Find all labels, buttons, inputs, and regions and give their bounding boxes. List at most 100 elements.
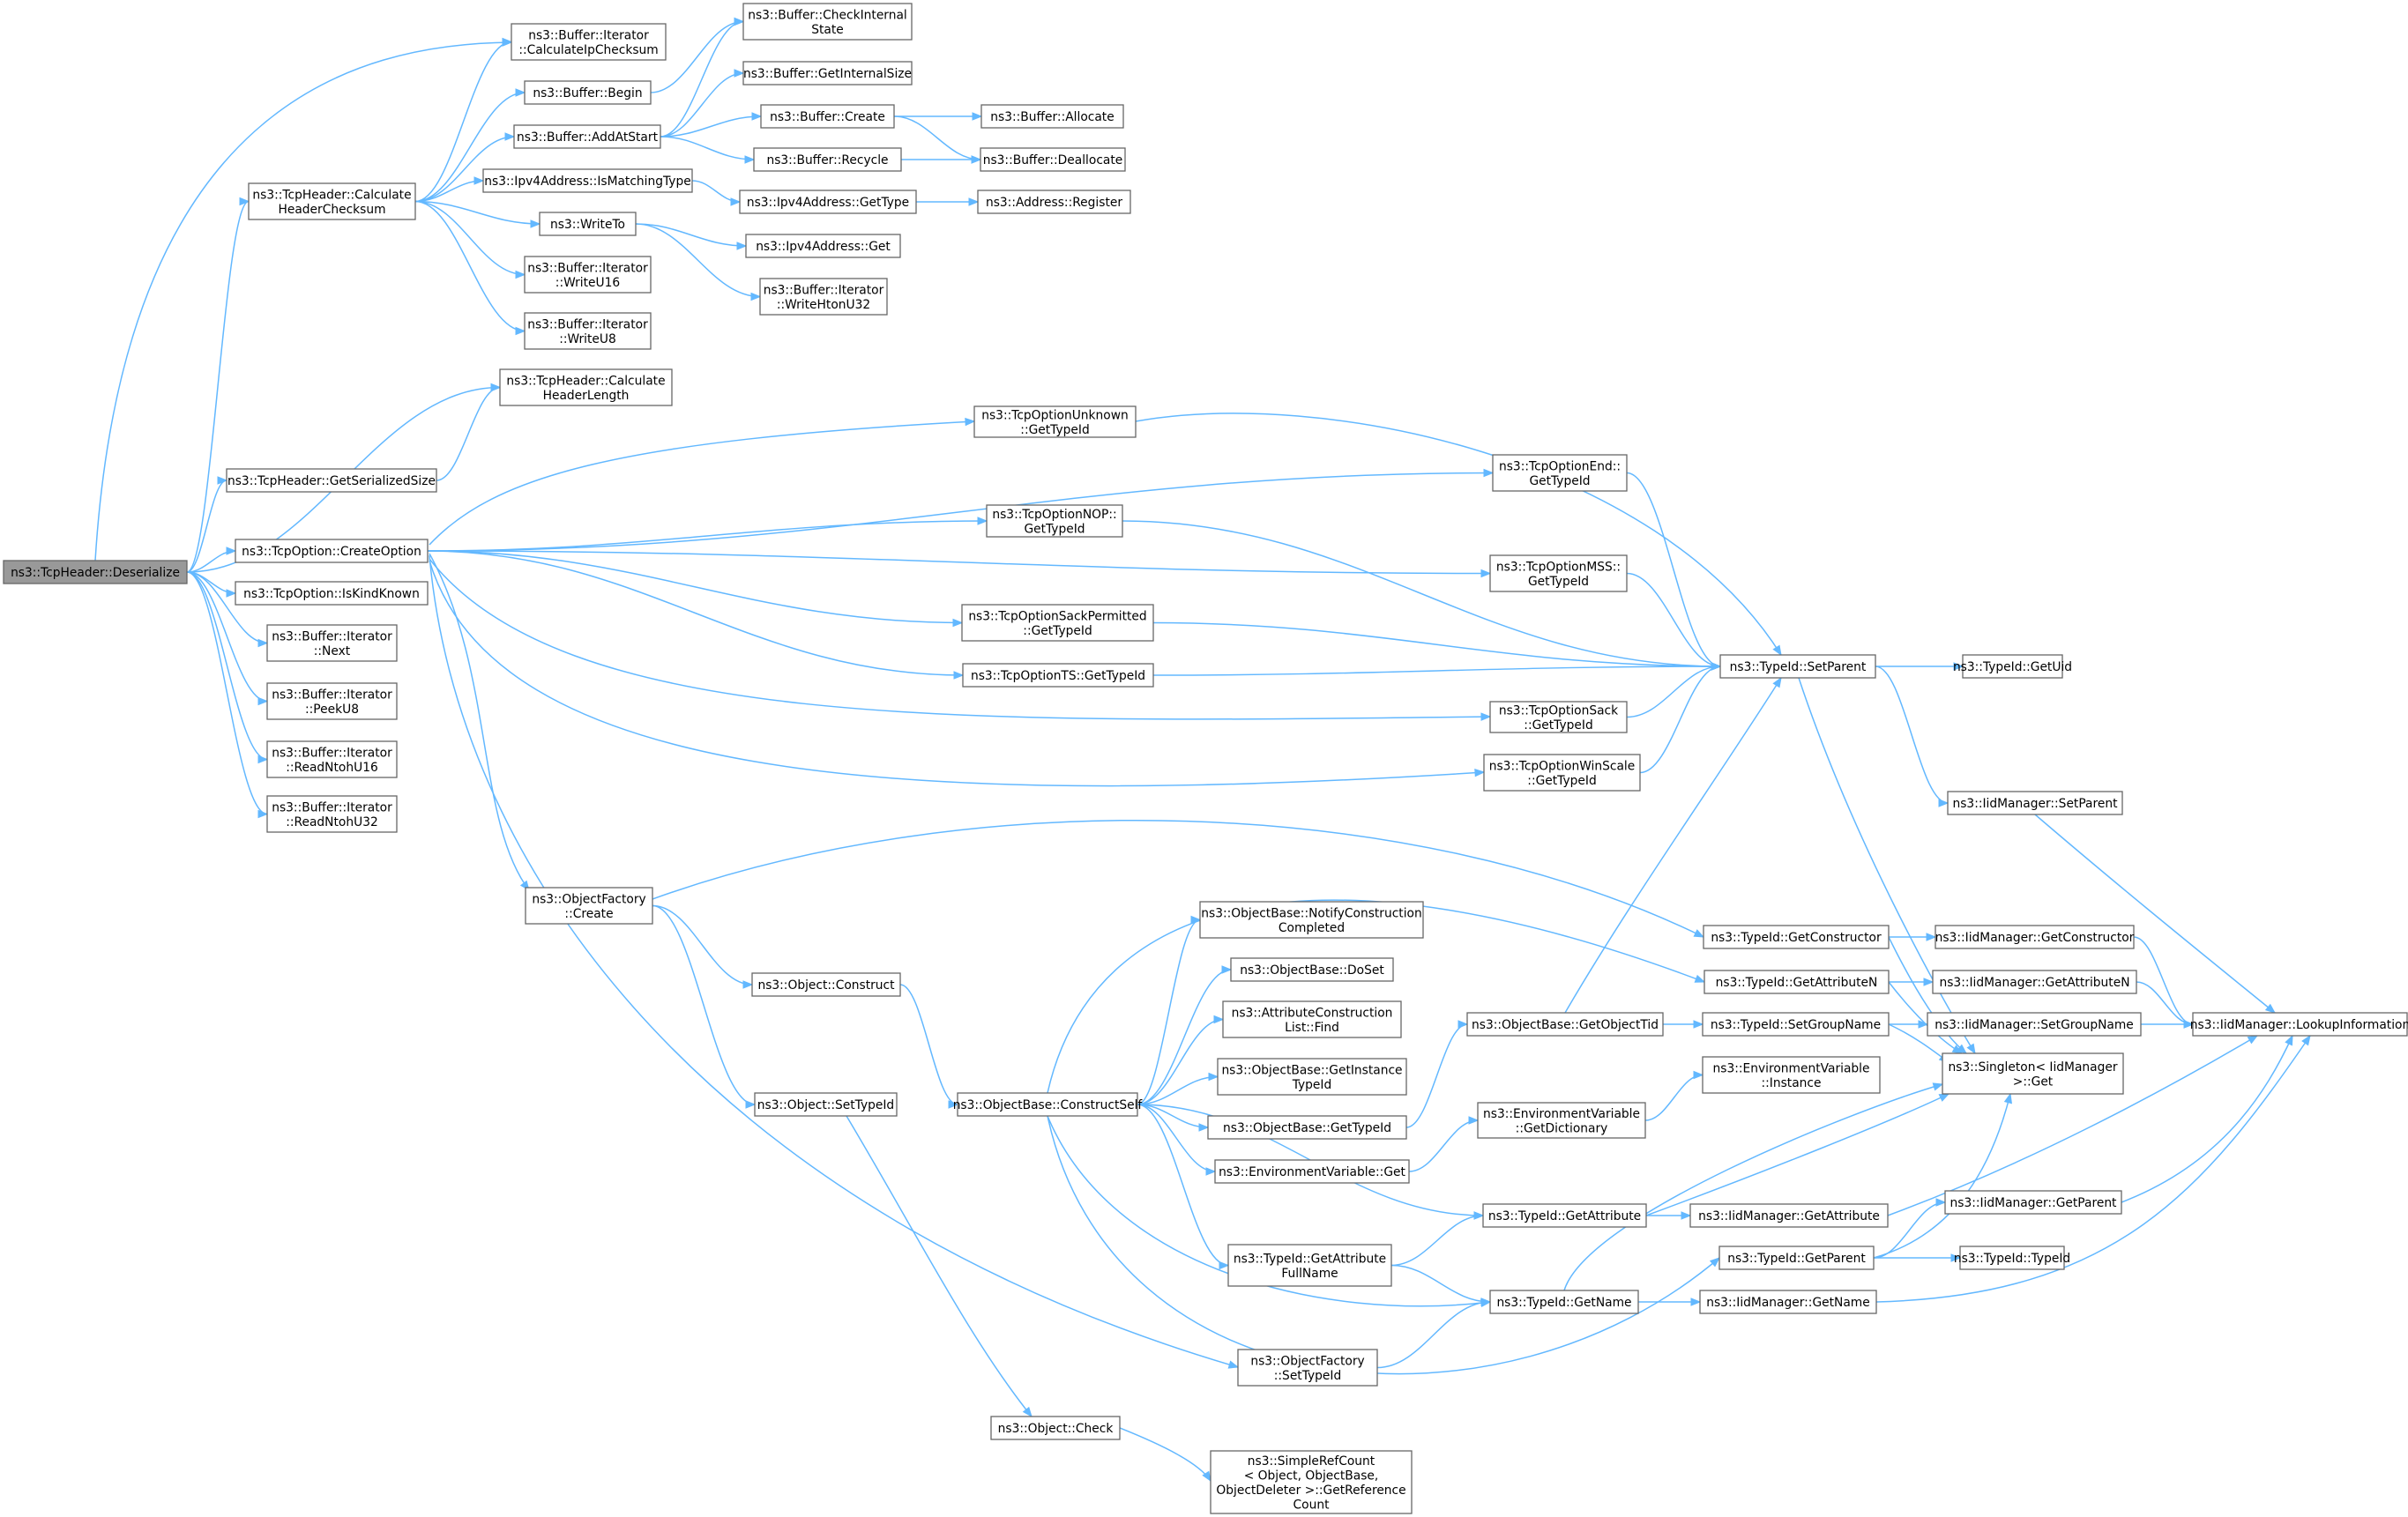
edge-arrowhead [1480,712,1492,721]
node-iidgetattrn[interactable]: ns3::IidManager::GetAttributeN [1932,970,2137,994]
node-doset[interactable]: ns3::ObjectBase::DoSet [1230,957,1394,982]
edge-getattrfull-to-getname [1390,1264,1492,1306]
node-tidtid[interactable]: ns3::TypeId::TypeId [1954,1246,2070,1270]
node-optws[interactable]: ns3::TcpOptionWinScale::GetTypeId [1483,754,1641,792]
node-notify[interactable]: ns3::ObjectBase::NotifyConstructionCompl… [1199,901,1424,939]
node-envget[interactable]: ns3::EnvironmentVariable::Get [1214,1159,1410,1184]
node-optend[interactable]: ns3::TcpOptionEnd::GetTypeId [1492,454,1628,492]
node-calcipcs[interactable]: ns3::Buffer::Iterator::CalculateIpChecks… [511,23,667,61]
node-bufalloc[interactable]: ns3::Buffer::Allocate [980,104,1124,129]
node-optsack[interactable]: ns3::TcpOptionSack::GetTypeId [1489,701,1628,733]
node-deser[interactable]: ns3::TcpHeader::Deserialize [3,560,188,584]
node-setparent[interactable]: ns3::TypeId::SetParent [1719,654,1876,679]
node-box [739,190,917,214]
node-getint[interactable]: ns3::Buffer::GetInternalSize [742,61,913,86]
node-settypeid[interactable]: ns3::Object::SetTypeId [754,1092,898,1117]
node-label: ns3::TypeId::GetName [1496,1296,1631,1310]
node-readu32[interactable]: ns3::Buffer::Iterator::ReadNtohU32 [266,795,398,833]
node-getctor[interactable]: ns3::TypeId::GetConstructor [1703,925,1890,949]
node-recycle[interactable]: ns3::Buffer::Recycle [753,147,902,172]
node-next[interactable]: ns3::Buffer::Iterator::Next [266,624,398,662]
node-optmss[interactable]: ns3::TcpOptionMSS::GetTypeId [1489,554,1628,592]
node-iidgetname[interactable]: ns3::IidManager::GetName [1699,1290,1877,1314]
node-box [248,182,416,220]
node-lookup[interactable]: ns3::IidManager::LookupInformation [2190,1012,2408,1037]
edge-line [414,92,526,203]
edge-arrowhead [968,197,980,206]
edge-line [650,20,744,93]
node-envinst[interactable]: ns3::EnvironmentVariable::Instance [1702,1056,1881,1094]
node-tidgetparent[interactable]: ns3::TypeId::GetParent [1718,1246,1875,1270]
edge-arrowhead [226,547,237,555]
edge-arrowhead [1480,1298,1492,1306]
node-singleton[interactable]: ns3::Singleton< IidManager>::Get [1942,1052,2124,1095]
node-dealloc[interactable]: ns3::Buffer::Deallocate [980,147,1126,172]
node-ismatch[interactable]: ns3::Ipv4Address::IsMatchingType [482,168,693,193]
node-addatstart[interactable]: ns3::Buffer::AddAtStart [513,124,661,149]
node-gettype[interactable]: ns3::Ipv4Address::GetType [739,190,917,214]
node-check[interactable]: ns3::Object::Check [990,1416,1121,1440]
node-writeto[interactable]: ns3::WriteTo [539,212,637,236]
node-getobjtid[interactable]: ns3::ObjectBase::GetObjectTid [1466,1012,1664,1037]
node-peeku8[interactable]: ns3::Buffer::Iterator::PeekU8 [266,682,398,720]
edge-line [414,200,540,225]
node-constself[interactable]: ns3::ObjectBase::ConstructSelf [953,1092,1144,1117]
node-label: ns3::EnvironmentVariable::Get [1219,1165,1405,1179]
edge-calchcs-to-begin [414,88,526,203]
node-label: ns3::TypeId::GetAttributeN [1716,976,1878,990]
edge-arrowhead [1219,1260,1230,1270]
node-getsersize[interactable]: ns3::TcpHeader::GetSerializedSize [226,468,437,493]
edge-bufcreate-to-dealloc [893,115,982,164]
node-box [1947,791,2123,815]
node-iidgetparent[interactable]: ns3::IidManager::GetParent [1944,1190,2122,1215]
node-box [990,1416,1121,1440]
node-envdict[interactable]: ns3::EnvironmentVariable::GetDictionary [1477,1102,1646,1139]
node-box [226,468,437,493]
node-unknown[interactable]: ns3::TcpOptionUnknown::GetTypeId [973,405,1137,438]
node-readu16[interactable]: ns3::Buffer::Iterator::ReadNtohU16 [266,740,398,778]
node-ofcreate[interactable]: ns3::ObjectFactory::Create [525,887,653,925]
node-optnop[interactable]: ns3::TcpOptionNOP::GetTypeId [986,504,1123,538]
node-box [1718,1246,1875,1270]
node-iidsetgroup[interactable]: ns3::IidManager::SetGroupName [1927,1012,2142,1037]
node-createopt[interactable]: ns3::TcpOption::CreateOption [235,539,429,563]
node-iidsetparent[interactable]: ns3::IidManager::SetParent [1947,791,2123,815]
node-setgroup[interactable]: ns3::TypeId::SetGroupName [1702,1012,1890,1037]
node-getattrn[interactable]: ns3::TypeId::GetAttributeN [1703,970,1890,994]
node-writeu8[interactable]: ns3::Buffer::Iterator::WriteU8 [524,312,652,350]
edge-arrowhead [1221,965,1233,974]
node-sackperm[interactable]: ns3::TcpOptionSackPermitted::GetTypeId [961,604,1154,642]
node-getuid[interactable]: ns3::TypeId::GetUid [1953,654,2072,679]
node-refcount[interactable]: ns3::SimpleRefCount< Object, ObjectBase,… [1210,1450,1413,1514]
node-iidgetattr[interactable]: ns3::IidManager::GetAttribute [1689,1203,1889,1228]
edge-setparent-to-iidsetparent [1875,666,1950,807]
node-getattr[interactable]: ns3::TypeId::GetAttribute [1482,1203,1647,1228]
node-iidgetctor[interactable]: ns3::IidManager::GetConstructor [1935,925,2135,949]
node-begin[interactable]: ns3::Buffer::Begin [524,80,652,105]
node-getname[interactable]: ns3::TypeId::GetName [1489,1290,1639,1314]
node-label: ns3::TcpOption::IsKindKnown [243,587,420,601]
node-addrreg[interactable]: ns3::Address::Register [977,190,1131,214]
edge-arrowhead [2285,1034,2293,1046]
edge-envdict-to-envinst [1644,1070,1704,1121]
node-iskind[interactable]: ns3::TcpOption::IsKindKnown [235,581,429,606]
node-ofsettid[interactable]: ns3::ObjectFactory::SetTypeId [1237,1349,1378,1387]
edge-line [1122,520,1721,667]
node-ipv4get[interactable]: ns3::Ipv4Address::Get [745,234,901,258]
node-label: ns3::Buffer::Deallocate [983,153,1123,167]
edge-arrowhead [2183,1020,2195,1029]
node-construct[interactable]: ns3::Object::Construct [751,972,901,997]
node-optts[interactable]: ns3::TcpOptionTS::GetTypeId [962,663,1154,688]
node-obgettid[interactable]: ns3::ObjectBase::GetTypeId [1207,1115,1407,1140]
node-writeu16[interactable]: ns3::Buffer::Iterator::WriteU16 [524,256,652,294]
node-writehton[interactable]: ns3::Buffer::Iterator::WriteHtonU32 [759,278,888,316]
node-label: ::WriteU16 [555,276,620,290]
node-bufcreate[interactable]: ns3::Buffer::Create [760,104,895,129]
node-label: ns3::Buffer::Iterator [272,688,392,702]
